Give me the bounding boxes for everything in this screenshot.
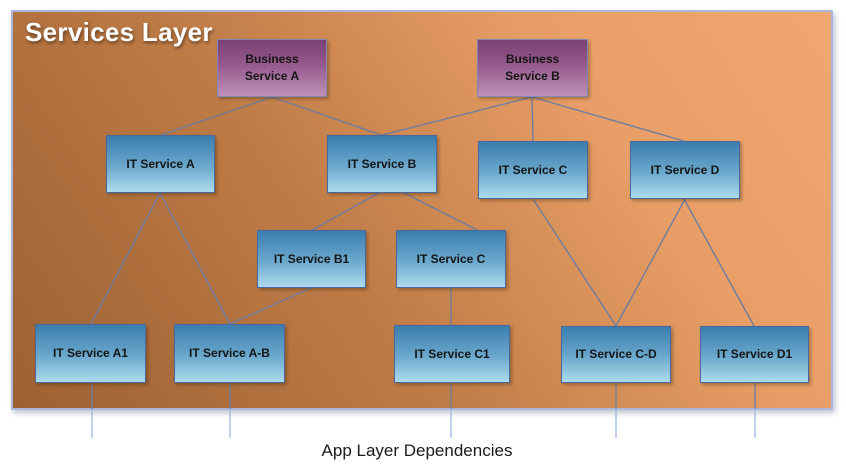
node-label: IT Service A1	[53, 346, 128, 361]
node-it-service-d1: IT Service D1	[700, 326, 809, 383]
node-label: IT Service C1	[414, 346, 490, 361]
node-it-service-c-d: IT Service C-D	[561, 326, 671, 383]
node-label: Service B	[505, 69, 560, 83]
node-it-service-a: IT Service A	[106, 135, 215, 193]
node-it-service-d: IT Service D	[630, 141, 740, 199]
node-label: IT Service A-B	[189, 346, 270, 361]
node-label: IT Service A	[126, 156, 195, 171]
node-label: IT Service C-D	[575, 347, 657, 362]
node-it-service-c-mid: IT Service C	[396, 230, 506, 288]
node-label: IT Service C	[498, 162, 568, 177]
node-it-service-c-upper: IT Service C	[478, 141, 588, 199]
node-label: IT Service C	[416, 251, 486, 266]
node-it-service-b: IT Service B	[327, 135, 437, 193]
node-label: IT Service B	[347, 156, 417, 171]
node-label: IT Service B1	[273, 251, 350, 266]
node-label: Business	[245, 52, 299, 67]
node-it-service-b1: IT Service B1	[257, 230, 366, 288]
node-label: IT Service D1	[716, 347, 793, 362]
node-it-service-a1: IT Service A1	[35, 324, 146, 383]
node-label: IT Service D	[650, 162, 720, 177]
app-layer-dependencies-label: App Layer Dependencies	[321, 441, 513, 460]
node-it-service-c1: IT Service C1	[394, 325, 510, 383]
node-it-service-a-b: IT Service A-B	[174, 324, 285, 383]
services-layer-title: Services Layer	[25, 17, 213, 47]
node-label: Business	[505, 52, 560, 67]
node-label: Service A	[244, 69, 300, 83]
